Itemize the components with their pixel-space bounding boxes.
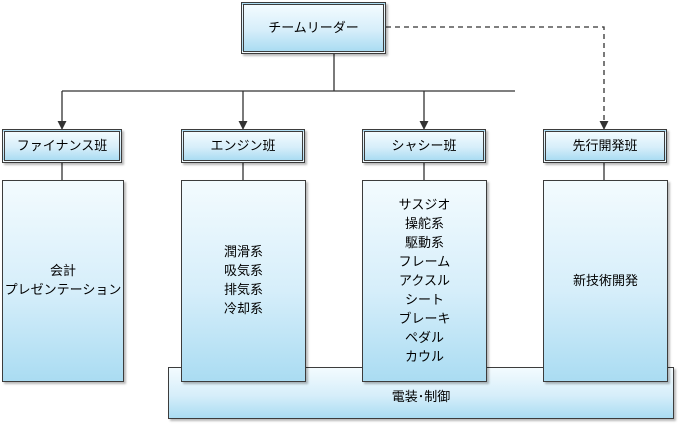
team-item: 排気系 <box>223 283 263 298</box>
advanced-team-body: 新技術開発 <box>543 180 668 382</box>
chassis-team-items: サスジオ 操舵系 駆動系 フレーム アクスル シート ブレーキ ペダル カウル <box>398 196 450 367</box>
engine-team-label: エンジン班 <box>210 138 276 154</box>
advanced-team-items: 新技術開発 <box>573 272 638 291</box>
finance-team-items: 会計 プレゼンテーション <box>5 262 122 300</box>
team-item: ペダル <box>404 330 444 346</box>
team-item: 駆動系 <box>404 235 444 251</box>
engine-team-body: 潤滑系 吸気系 排気系 冷却系 <box>181 180 306 382</box>
team-item: シート <box>404 292 444 308</box>
shared-label: 電装･制御 <box>391 390 451 405</box>
team-item: 冷却系 <box>223 302 263 317</box>
team-item: カウル <box>404 349 444 365</box>
team-leader-label: チームリーダー <box>268 20 359 36</box>
team-leader-box: チームリーダー <box>241 2 386 54</box>
team-item: 新技術開発 <box>572 273 638 289</box>
engine-team-items: 潤滑系 吸気系 排気系 冷却系 <box>224 243 263 319</box>
engine-team-header: エンジン班 <box>181 129 305 163</box>
team-item: 会計 <box>49 264 76 279</box>
finance-team-header: ファイナンス班 <box>2 129 122 163</box>
team-item: 操舵系 <box>404 216 444 232</box>
team-item: 潤滑系 <box>223 245 263 260</box>
advanced-team-header: 先行開発班 <box>543 129 667 163</box>
chassis-team-header: シャシー班 <box>362 129 486 163</box>
team-item: アクスル <box>399 273 450 289</box>
dashed-arrow-advanced <box>386 26 609 130</box>
team-item: サスジオ <box>398 197 451 213</box>
team-item: プレゼンテーション <box>4 283 122 298</box>
finance-team-body: 会計 プレゼンテーション <box>2 180 124 382</box>
team-item: フレーム <box>398 254 451 270</box>
team-item: ブレーキ <box>398 311 451 327</box>
chassis-team-label: シャシー班 <box>391 138 457 154</box>
finance-team-label: ファイナンス班 <box>16 138 108 154</box>
advanced-team-label: 先行開発班 <box>572 138 638 154</box>
team-item: 吸気系 <box>223 264 263 279</box>
chassis-team-body: サスジオ 操舵系 駆動系 フレーム アクスル シート ブレーキ ペダル カウル <box>362 180 487 382</box>
